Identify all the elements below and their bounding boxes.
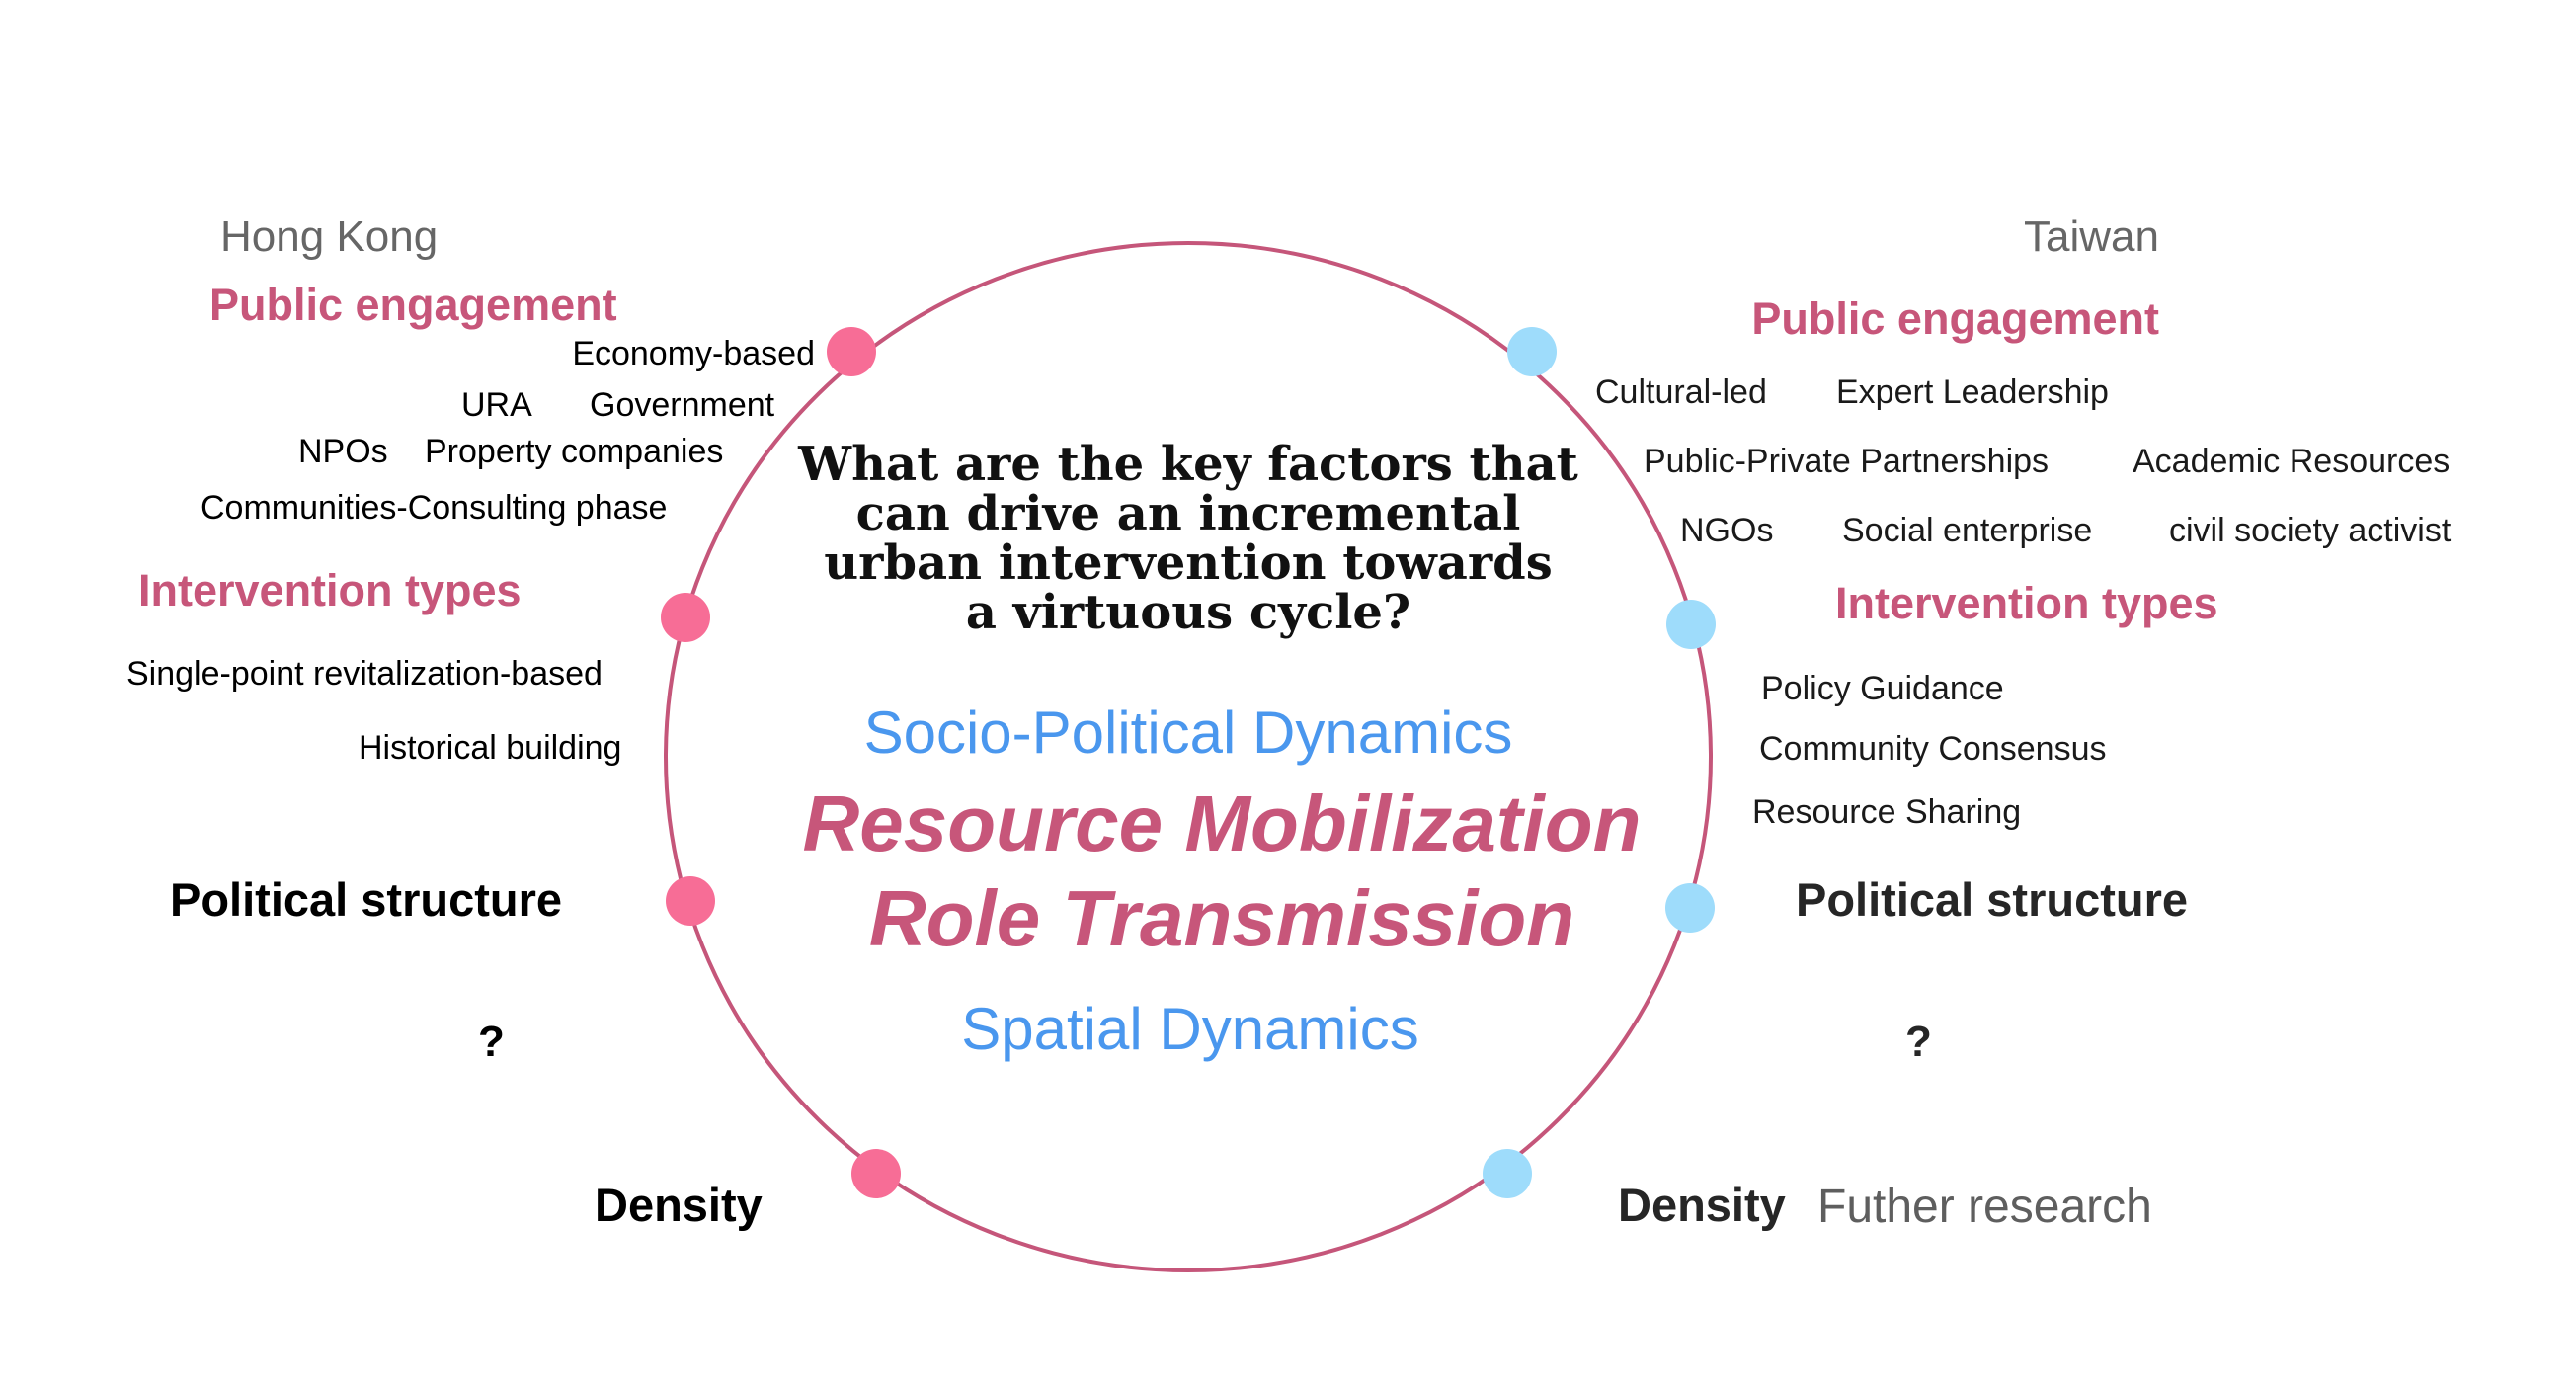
role-transmission: Role Transmission [868,874,1575,962]
hong-kong-pe-item: Property companies [425,433,724,470]
spatial-dynamics: Spatial Dynamics [961,996,1419,1062]
taiwan-pe-item: Public-Private Partnerships [1644,443,2050,480]
taiwan-pe-item: civil society activist [2169,512,2452,549]
resource-mobilization: Resource Mobilization [802,779,1642,867]
taiwan-political-structure-dot [1665,883,1715,933]
hong-kong-intervention-types-label: Intervention types [138,565,522,615]
hong-kong-public-engagement-dot [827,327,876,376]
taiwan-density: Density [1618,1179,1786,1231]
hong-kong-it-item: Historical building [359,729,622,767]
hong-kong-political-unknown: ? [478,1018,505,1066]
region-hong-kong: Hong Kong [220,212,439,261]
taiwan-density-dot [1483,1149,1532,1198]
taiwan-public-engagement-dot [1507,327,1557,376]
hong-kong-pe-item: Communities-Consulting phase [201,489,668,527]
hong-kong-public-engagement-label: Public engagement [209,280,617,330]
taiwan-political-unknown: ? [1905,1018,1932,1066]
taiwan-pe-item: Expert Leadership [1836,373,2109,411]
question-line: can drive an incremental [855,486,1521,541]
cycle-ring [664,241,1713,1272]
hong-kong-it-item: Single-point revitalization-based [126,655,603,693]
region-taiwan: Taiwan [2024,212,2159,261]
hong-kong-pe-item: Economy-based [572,335,815,372]
socio-political-dynamics: Socio-Political Dynamics [863,699,1513,766]
taiwan-pe-item: Academic Resources [2133,443,2451,480]
taiwan-pe-item: NGOs [1680,512,1774,549]
hong-kong-political-structure-dot [666,876,715,926]
taiwan-it-item: Resource Sharing [1752,793,2022,831]
hong-kong-density-dot [851,1149,901,1198]
taiwan-public-engagement-label: Public engagement [1751,293,2159,344]
question-line: urban intervention towards [824,535,1553,591]
taiwan-pe-item: Cultural-led [1595,373,1767,411]
taiwan-pe-item: Social enterprise [1842,512,2093,549]
taiwan-density-note: Futher research [1817,1181,2152,1233]
taiwan-it-item: Community Consensus [1759,730,2107,768]
hong-kong-density: Density [595,1179,763,1231]
hong-kong-political-structure: Political structure [170,873,562,926]
taiwan-intervention-types-label: Intervention types [1835,578,2218,628]
question-line: a virtuous cycle? [965,585,1411,640]
hong-kong-pe-item: NPOs [298,433,388,470]
question-line: What are the key factors that [798,437,1578,492]
hong-kong-pe-item: URA [461,386,532,424]
taiwan-it-item: Policy Guidance [1761,670,2004,707]
taiwan-political-structure: Political structure [1796,873,2188,926]
research-question: What are the key factors that can drive … [793,440,1583,637]
hong-kong-pe-item: Government [590,386,775,424]
taiwan-intervention-types-dot [1666,600,1716,649]
hong-kong-intervention-types-dot [661,593,710,642]
